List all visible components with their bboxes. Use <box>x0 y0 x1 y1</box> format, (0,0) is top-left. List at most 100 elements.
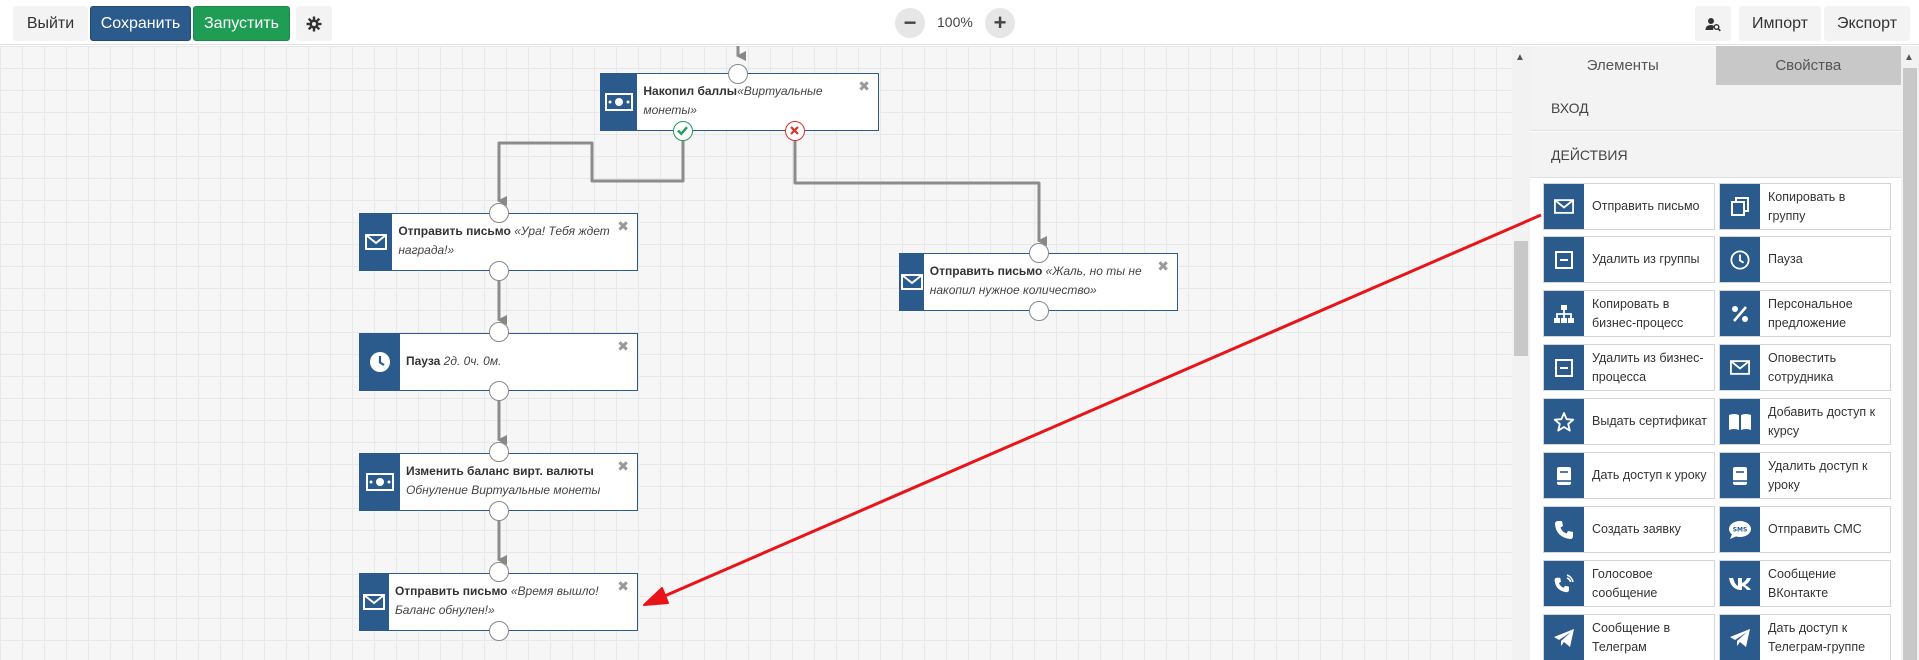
node-close-icon[interactable]: ✖ <box>617 578 629 594</box>
zoom-out-button[interactable]: − <box>895 8 925 38</box>
node-title: Отправить письмо <box>929 264 1043 278</box>
node-text: Отправить письмо «Ура! Тебя ждет награда… <box>392 214 637 270</box>
minus-square-icon <box>1544 345 1584 390</box>
node-subtitle: Обнуление Виртуальные монеты <box>406 483 601 497</box>
scroll-up-icon[interactable]: ▲ <box>1904 52 1914 63</box>
element-label: Сообщение ВКонтакте <box>1768 566 1837 600</box>
output-port[interactable] <box>489 381 509 401</box>
node-title: Накопил баллы <box>643 84 738 98</box>
node-text: Накопил баллы«Виртуальные монеты» <box>637 74 878 130</box>
element-grant-lesson-access[interactable]: Дать доступ к уроку <box>1543 452 1715 499</box>
telegram-icon <box>1544 615 1584 660</box>
element-personal-offer[interactable]: Персональное предложение <box>1719 290 1891 337</box>
zoom-level: 100% <box>937 14 973 30</box>
input-port[interactable] <box>489 322 509 342</box>
output-port[interactable] <box>489 621 509 641</box>
input-port[interactable] <box>489 203 509 223</box>
element-vk-message[interactable]: Сообщение ВКонтакте <box>1719 560 1891 607</box>
node-close-icon[interactable]: ✖ <box>1157 258 1169 274</box>
zoom-in-button[interactable]: + <box>985 8 1015 38</box>
failure-port[interactable] <box>785 121 805 141</box>
node-title: Изменить баланс вирт. валюты <box>406 464 594 478</box>
node-close-icon[interactable]: ✖ <box>617 218 629 234</box>
phone-volume-icon <box>1544 561 1584 606</box>
element-copy-to-group[interactable]: Копировать в группу <box>1719 183 1891 230</box>
element-send-sms[interactable]: SMS Отправить СМС <box>1719 506 1891 553</box>
element-label: Удалить из бизнес-процесса <box>1592 350 1704 384</box>
element-label: Удалить доступ к уроку <box>1768 458 1868 492</box>
element-copy-to-business-process[interactable]: Копировать в бизнес-процесс <box>1543 290 1715 337</box>
element-issue-certificate[interactable]: Выдать сертификат <box>1543 398 1715 445</box>
element-create-request[interactable]: Создать заявку <box>1543 506 1715 553</box>
import-button[interactable]: Импорт <box>1739 6 1821 41</box>
sms-icon: SMS <box>1720 507 1760 552</box>
output-port[interactable] <box>489 261 509 281</box>
tab-properties[interactable]: Свойства <box>1715 46 1901 85</box>
element-label: Отправить СМС <box>1768 522 1862 536</box>
tab-elements[interactable]: Элементы <box>1530 46 1716 85</box>
save-button[interactable]: Сохранить <box>90 6 191 41</box>
node-send-email-final[interactable]: Отправить письмо «Время вышло! Баланс об… <box>359 573 638 631</box>
panel-tabs: Элементы Свойства <box>1530 46 1901 85</box>
node-close-icon[interactable]: ✖ <box>617 338 629 354</box>
element-pause[interactable]: Пауза <box>1719 236 1891 283</box>
element-telegram-group-access[interactable]: Дать доступ к Телеграм-группе <box>1719 614 1891 660</box>
success-port[interactable] <box>673 121 693 141</box>
input-port[interactable] <box>728 64 748 84</box>
node-title: Отправить письмо <box>394 584 508 598</box>
output-port[interactable] <box>489 501 509 521</box>
book-closed-icon <box>1544 453 1584 498</box>
exit-button[interactable]: Выйти <box>13 6 88 41</box>
element-remove-from-business-process[interactable]: Удалить из бизнес-процесса <box>1543 344 1715 391</box>
scrollbar-thumb[interactable] <box>1903 68 1917 660</box>
minus-square-icon <box>1544 237 1584 282</box>
export-button[interactable]: Экспорт <box>1824 6 1910 41</box>
telegram-icon <box>1720 615 1760 660</box>
gear-icon <box>306 16 322 31</box>
element-label: Добавить доступ к курсу <box>1768 404 1876 438</box>
section-input[interactable]: ВХОД <box>1530 85 1901 131</box>
settings-button[interactable] <box>296 6 332 41</box>
input-port[interactable] <box>489 442 509 462</box>
element-remove-lesson-access[interactable]: Удалить доступ к уроку <box>1719 452 1891 499</box>
element-label: Копировать в бизнес-процесс <box>1592 296 1684 330</box>
scroll-up-icon[interactable]: ▲ <box>1515 52 1525 63</box>
edge-yes-to-reward <box>497 134 685 206</box>
element-label: Создать заявку <box>1592 522 1681 536</box>
element-notify-employee[interactable]: Оповестить сотрудника <box>1719 344 1891 391</box>
node-subtitle: «Время вышло! Баланс обнулен!» <box>394 584 599 617</box>
element-telegram-message[interactable]: Сообщение в Телеграм <box>1543 614 1715 660</box>
workflow-canvas[interactable]: Накопил баллы«Виртуальные монеты» ✖ Отпр… <box>0 46 1512 660</box>
node-close-icon[interactable]: ✖ <box>617 458 629 474</box>
clock-icon <box>360 334 400 390</box>
node-close-icon[interactable]: ✖ <box>858 78 870 94</box>
element-remove-from-group[interactable]: Удалить из группы <box>1543 236 1715 283</box>
element-voice-message[interactable]: Голосовое сообщение <box>1543 560 1715 607</box>
input-port[interactable] <box>1029 243 1049 263</box>
scrollbar-thumb[interactable] <box>1514 241 1528 356</box>
node-text: Пауза 2д. 0ч. 0м. <box>400 334 521 390</box>
element-send-email[interactable]: Отправить письмо <box>1543 183 1715 230</box>
canvas-scrollbar[interactable]: ▲ <box>1512 46 1530 660</box>
envelope-icon <box>360 214 393 270</box>
node-title: Пауза <box>406 354 441 368</box>
envelope-icon <box>360 574 389 630</box>
element-add-course-access[interactable]: Добавить доступ к курсу <box>1719 398 1891 445</box>
output-port[interactable] <box>1029 301 1049 321</box>
user-search-button[interactable] <box>1695 6 1731 41</box>
user-search-icon <box>1705 17 1721 31</box>
section-actions[interactable]: ДЕЙСТВИЯ <box>1530 132 1901 178</box>
element-label: Пауза <box>1768 252 1803 266</box>
elements-panel: Элементы Свойства ВХОД ДЕЙСТВИЯ Отправит… <box>1530 46 1901 660</box>
element-label: Сообщение в Телеграм <box>1592 620 1671 654</box>
edge-no-to-sorry <box>793 134 1047 246</box>
element-label: Персональное предложение <box>1768 296 1853 330</box>
vk-icon <box>1720 561 1760 606</box>
run-button[interactable]: Запустить <box>193 6 290 41</box>
node-points-accumulated[interactable]: Накопил баллы«Виртуальные монеты» ✖ <box>600 73 879 131</box>
percent-icon <box>1720 291 1760 336</box>
node-text: Отправить письмо «Жаль, но ты не накопил… <box>924 254 1177 310</box>
input-port[interactable] <box>489 562 509 582</box>
panel-scrollbar[interactable]: ▲ <box>1901 46 1919 660</box>
